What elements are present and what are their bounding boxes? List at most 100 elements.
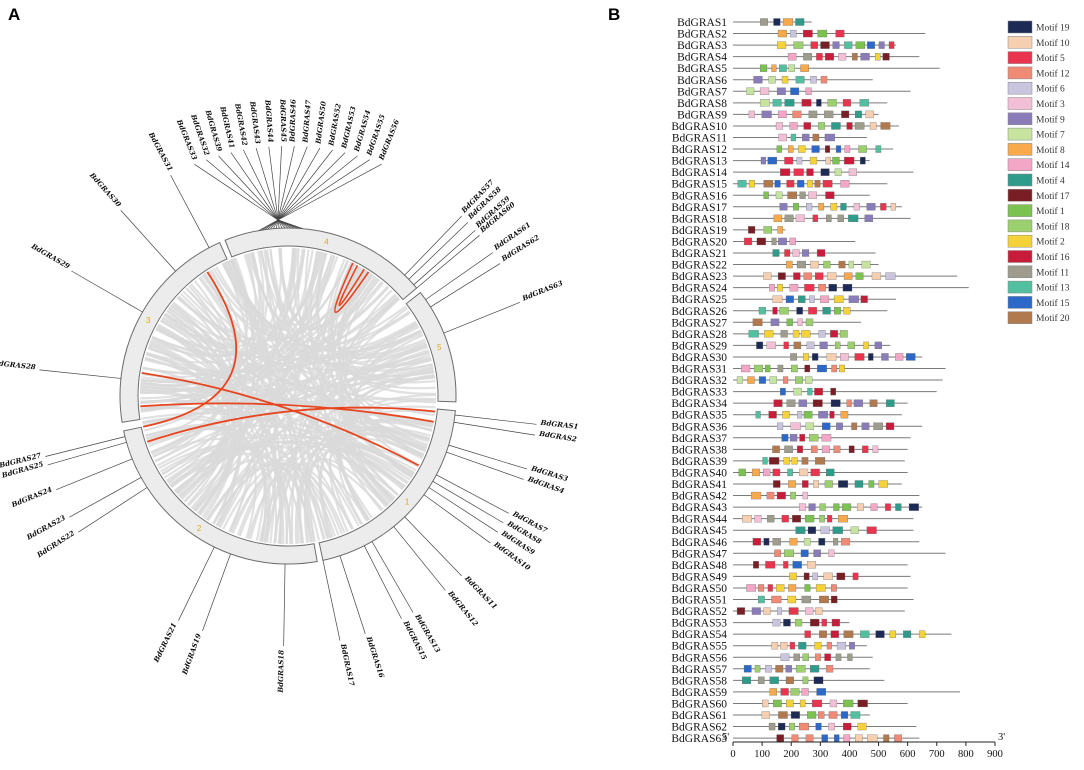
motif-box <box>826 642 832 650</box>
motif-box <box>844 41 853 49</box>
motif-box <box>793 168 804 176</box>
leader-line <box>277 149 333 221</box>
motif-box <box>869 399 878 407</box>
motif-box <box>836 572 846 581</box>
motif-box <box>802 676 809 684</box>
leader-line <box>206 159 279 221</box>
motif-box <box>855 41 866 49</box>
leader-line <box>423 494 491 544</box>
motif-box <box>811 699 822 708</box>
motif-box <box>772 249 780 257</box>
gene-leader-lines <box>39 146 537 646</box>
gene-name: BdGRAS39 <box>671 456 727 468</box>
motif-box <box>748 330 759 338</box>
leader-line <box>56 458 133 490</box>
axis-tick-label: 400 <box>842 749 858 760</box>
motif-box <box>795 665 806 673</box>
motif-box <box>769 376 777 384</box>
leader-line <box>277 152 346 221</box>
motif-box <box>795 18 805 26</box>
motif-box <box>815 722 822 731</box>
motif-box <box>791 457 798 465</box>
motif-box <box>788 64 795 72</box>
motif-box <box>769 676 779 684</box>
motif-box <box>860 630 870 638</box>
motif-box <box>785 295 794 303</box>
motif-box <box>840 353 849 361</box>
motif-box <box>751 491 762 500</box>
leader-line <box>39 369 121 379</box>
motif-box <box>848 445 855 454</box>
gene-label: BdGRAS31 <box>146 130 175 173</box>
motif-box <box>868 353 874 361</box>
axis-tick-label: 300 <box>812 749 828 760</box>
motif-box <box>795 76 805 84</box>
legend-label: Motif 1 <box>1036 206 1065 217</box>
motif-box <box>796 260 806 269</box>
motif-box <box>751 607 761 615</box>
motif-box <box>759 87 770 95</box>
motif-box <box>781 434 789 442</box>
motif-box <box>805 607 814 615</box>
leader-line <box>275 219 279 229</box>
motif-box <box>772 295 783 303</box>
gene-name: BdGRAS13 <box>671 156 727 168</box>
motif-box <box>866 526 877 534</box>
gene-label: BdGRAS50 <box>313 101 328 146</box>
motif-box <box>782 411 790 419</box>
motif-box <box>890 203 896 211</box>
gene-label: BdGRAS16 <box>364 634 386 679</box>
gene-label: BdGRAS45 <box>278 98 288 142</box>
gene-name: BdGRAS16 <box>671 190 727 202</box>
motif-box <box>772 618 781 627</box>
leader-line <box>243 149 279 221</box>
legend-label: Motif 18 <box>1036 221 1070 232</box>
motif-box <box>776 734 784 742</box>
motif-box <box>769 457 780 465</box>
motif-box <box>778 237 787 246</box>
motif-box <box>822 307 831 315</box>
motif-box <box>814 272 824 280</box>
motif-box <box>777 41 787 49</box>
motif-box <box>830 330 838 338</box>
gene-name: BdGRAS36 <box>671 421 727 433</box>
motif-box <box>754 515 762 523</box>
gene-name: BdGRAS63 <box>671 733 727 745</box>
motif-box <box>822 422 831 430</box>
motif-box <box>868 480 875 488</box>
motif-box <box>738 468 746 477</box>
motif-box <box>805 376 813 384</box>
chromosome-arc <box>405 291 457 403</box>
motif-box <box>849 642 855 650</box>
motif-box <box>777 272 786 280</box>
motif-box <box>859 99 869 107</box>
motif-box <box>781 515 789 523</box>
gray-link <box>140 336 219 404</box>
motif-box <box>799 503 806 511</box>
gene-name: BdGRAS6 <box>677 75 727 87</box>
leader-line <box>273 219 279 229</box>
leader-line <box>47 441 127 466</box>
gene-name: BdGRAS23 <box>671 271 727 283</box>
motif-box <box>811 145 820 153</box>
gray-link <box>150 250 265 454</box>
gray-link <box>340 297 401 502</box>
motif-box <box>793 341 802 350</box>
motif-box <box>809 295 815 303</box>
legend-swatch <box>1007 265 1033 279</box>
gene-label: BdGRAS30 <box>87 170 123 209</box>
motif-box <box>807 180 813 188</box>
gray-link <box>145 352 424 458</box>
motif-box <box>817 364 827 373</box>
motif-box <box>809 156 818 165</box>
red-link <box>146 406 436 443</box>
motif-box <box>801 688 809 696</box>
motif-box <box>783 618 791 627</box>
gene-name: BdGRAS49 <box>671 571 727 583</box>
motif-box <box>846 399 852 407</box>
motif-box <box>833 538 839 546</box>
motif-box <box>843 699 854 708</box>
gene-name: BdGRAS4 <box>677 52 727 64</box>
leader-line <box>170 175 210 248</box>
